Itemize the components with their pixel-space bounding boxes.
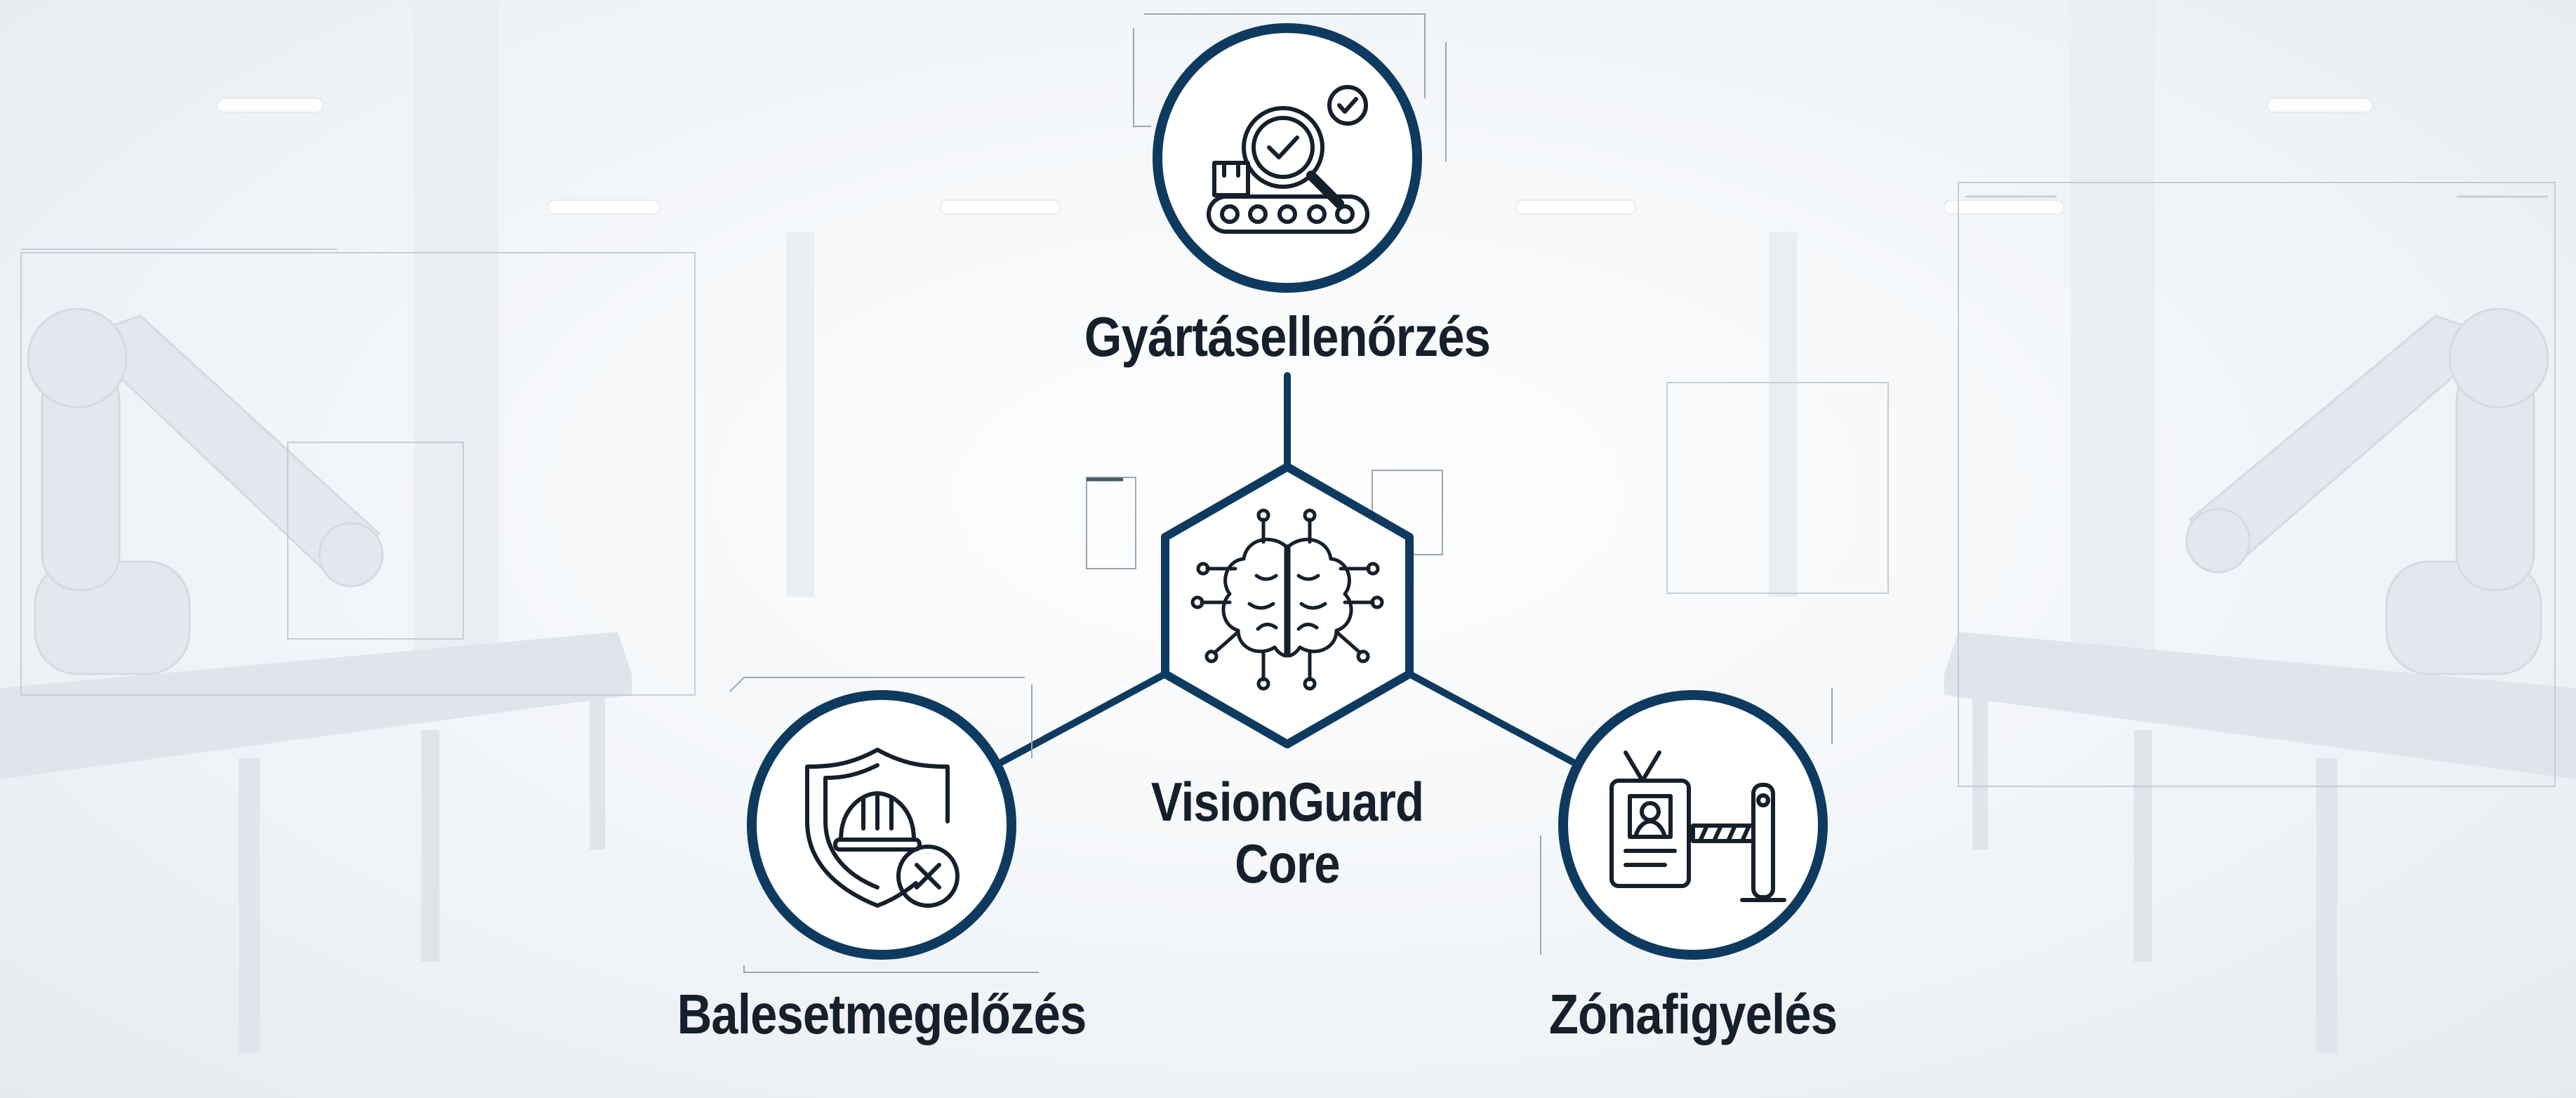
connector-right <box>1406 670 1576 765</box>
node-left-label: Balesetmegelőzés <box>677 983 1087 1045</box>
brain-circuit-icon <box>1190 508 1384 691</box>
badge-barrier-icon <box>1609 750 1786 902</box>
node-left <box>747 690 1016 960</box>
conveyor-inspection-icon <box>1207 85 1369 234</box>
center-node-title: VisionGuard Core <box>1150 771 1424 894</box>
center-title-line1: VisionGuard <box>1150 771 1424 833</box>
center-title-line2: Core <box>1235 833 1340 894</box>
node-top-label: Gyártásellenőrzés <box>1084 305 1491 368</box>
safety-shield-helmet-icon <box>805 748 960 908</box>
connector-left <box>999 670 1169 765</box>
node-top <box>1153 23 1422 293</box>
node-right-label: Zónafigyelés <box>1548 983 1838 1045</box>
